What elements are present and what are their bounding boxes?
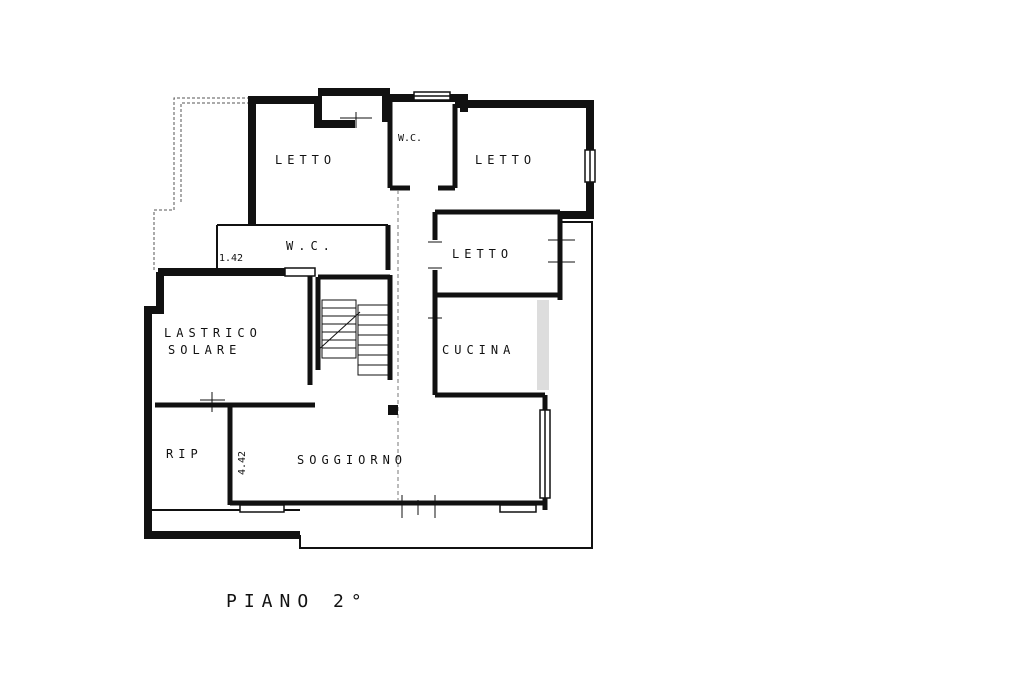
- door-openings: [200, 112, 575, 518]
- room-label-rip: RIP: [166, 447, 203, 461]
- dim-label-small: 1.42: [219, 253, 243, 264]
- staircase: [315, 299, 389, 376]
- room-label-letto-nw: LETTO: [275, 153, 336, 167]
- room-label-soggiorno: SOGGIORNO: [297, 453, 407, 467]
- dashed-terrace-outline: [153, 97, 250, 270]
- windows: [239, 91, 596, 513]
- exterior-walls: [144, 88, 594, 539]
- room-label-solare: SOLARE: [168, 343, 241, 357]
- room-label-letto-e: LETTO: [452, 247, 513, 261]
- room-label-wc-mid: W.C.: [286, 239, 335, 253]
- floor-title: PIANO 2°: [226, 591, 369, 612]
- room-label-letto-ne: LETTO: [475, 153, 536, 167]
- room-label-lastrico: LASTRICO: [164, 326, 262, 340]
- dim-label-soggiorno: 4.42: [237, 451, 248, 475]
- column-marks: [388, 300, 549, 415]
- room-label-wc-top: W.C.: [398, 133, 422, 144]
- room-label-cucina: CUCINA: [442, 343, 515, 357]
